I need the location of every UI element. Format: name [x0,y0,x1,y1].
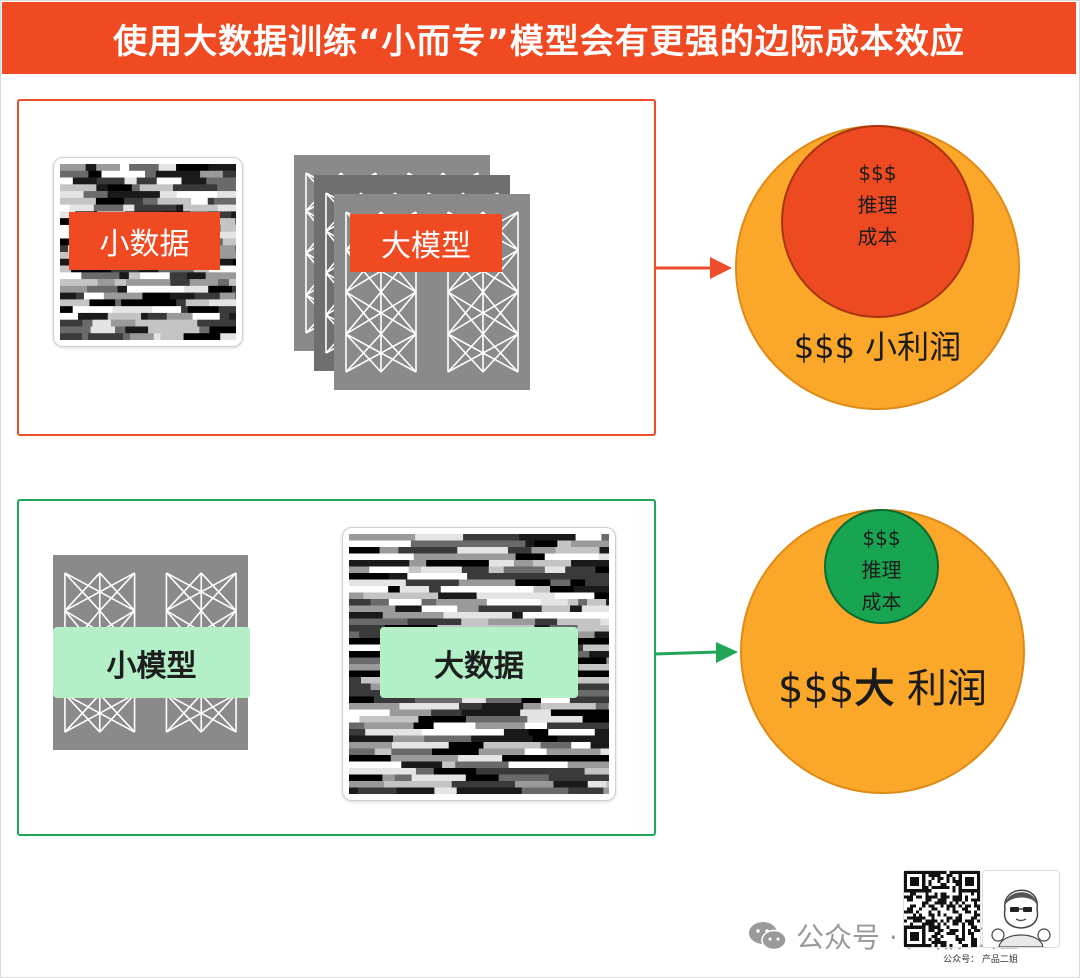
cartoon-avatar-graphic [991,889,1051,947]
bottom-arrow [654,642,738,663]
top-profit-text: $$$ 小利润 [735,322,1020,368]
profit-prefix: $$$ [777,666,855,712]
profit-prefix: $$$ [793,328,855,366]
big-model-label: 大模型 [350,214,502,272]
qr-caption: 公众号： 产品二姐 [943,955,1018,965]
profit-suffix: 小利润 [854,328,962,366]
bottom-profit-text: $$$大 利润 [740,656,1025,714]
bottom-cost-text: $$$ 推理 成本 [824,522,939,618]
cost-line: $$$ [858,161,897,185]
cost-line: 推理 [857,193,898,217]
top-cost-circle [781,125,974,318]
cost-line: 成本 [861,590,902,614]
qr-code [903,870,981,948]
bottom-cost-circle [824,509,939,624]
avatar [982,870,1060,948]
bottom-panel [17,499,656,836]
small-data-label: 小数据 [69,212,220,270]
cost-line: 成本 [857,225,898,249]
small-model-label: 小模型 [53,627,250,698]
figure-title: 使用大数据训练“小而专”模型会有更强的边际成本效应 [2,2,1076,74]
profit-emphasis: 大 [854,666,895,712]
qr-code-graphic [904,871,980,947]
top-cost-text: $$$ 推理 成本 [781,157,974,253]
big-data-label: 大数据 [380,627,578,698]
profit-suffix: 利润 [894,666,988,712]
cost-line: $$$ [862,526,901,550]
wechat-icon [749,922,787,951]
cost-line: 推理 [861,558,902,582]
top-arrow [654,257,732,279]
